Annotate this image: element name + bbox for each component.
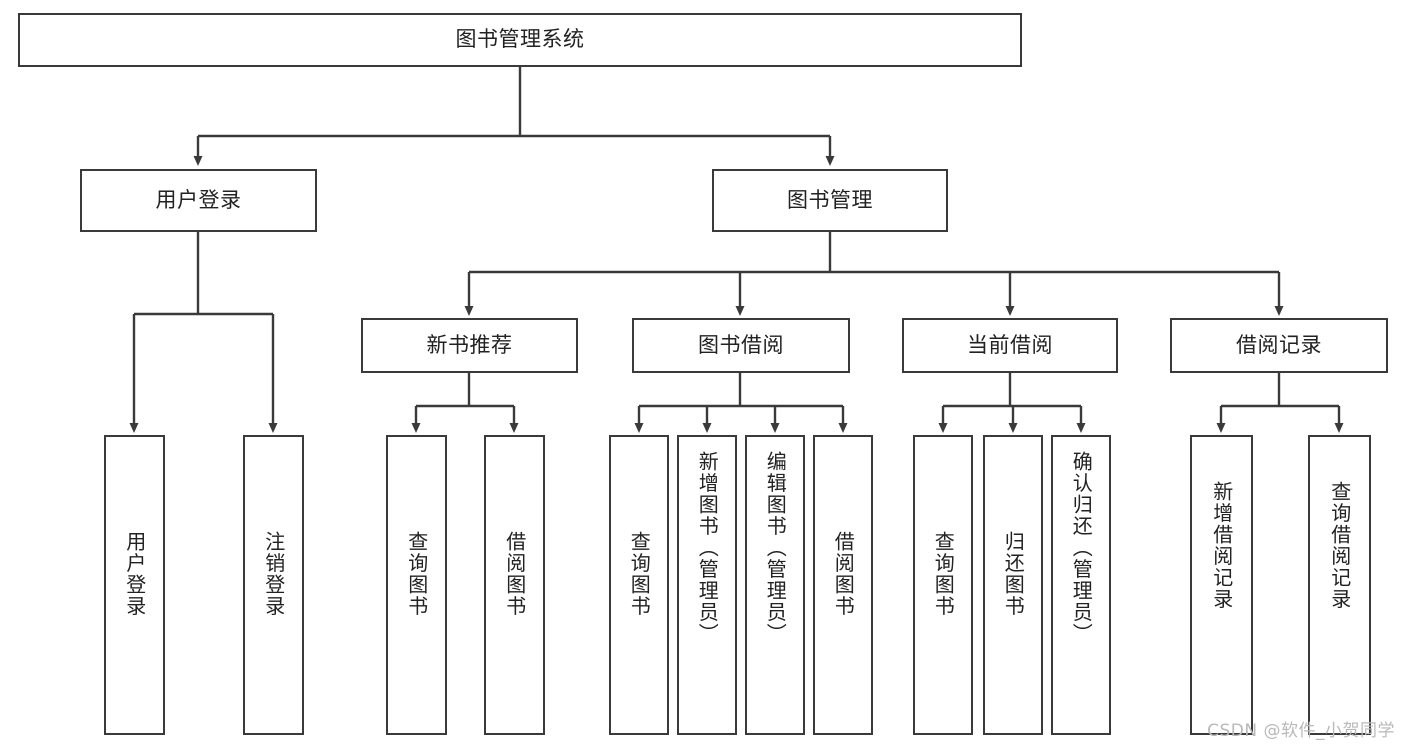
node-leaf-rec-query-record[interactable]: 查询借阅记录 bbox=[1308, 435, 1371, 735]
node-leaf-borrow-edit-book-label: 编辑图书（管理员） bbox=[763, 451, 788, 645]
node-current-borrow-label: 当前借阅 bbox=[967, 332, 1053, 357]
node-leaf-rec-borrow-book[interactable]: 借阅图书 bbox=[484, 435, 545, 735]
node-leaf-borrow-query-book-label: 查询图书 bbox=[627, 531, 652, 617]
node-book-manage[interactable]: 图书管理 bbox=[712, 169, 948, 232]
node-leaf-user-login-label: 用户登录 bbox=[122, 531, 147, 617]
node-user-login[interactable]: 用户登录 bbox=[80, 169, 317, 232]
node-borrow-record[interactable]: 借阅记录 bbox=[1170, 318, 1388, 373]
node-leaf-cur-query-book-label: 查询图书 bbox=[931, 531, 956, 617]
node-leaf-borrow-lend-book[interactable]: 借阅图书 bbox=[813, 435, 873, 735]
node-leaf-rec-query-book-label: 查询图书 bbox=[404, 531, 429, 617]
node-new-book-rec[interactable]: 新书推荐 bbox=[361, 318, 578, 373]
node-root[interactable]: 图书管理系统 bbox=[18, 13, 1022, 67]
node-leaf-borrow-query-book[interactable]: 查询图书 bbox=[609, 435, 669, 735]
node-leaf-cur-return-book-label: 归还图书 bbox=[1001, 531, 1026, 617]
node-leaf-borrow-add-book-label: 新增图书（管理员） bbox=[695, 451, 720, 645]
node-current-borrow[interactable]: 当前借阅 bbox=[902, 318, 1118, 373]
node-leaf-cur-return-book[interactable]: 归还图书 bbox=[983, 435, 1043, 735]
csdn-watermark: CSDN @软件_小贺同学 bbox=[1207, 721, 1395, 741]
node-leaf-rec-query-record-label: 查询借阅记录 bbox=[1327, 481, 1352, 610]
node-leaf-user-logout-label: 注销登录 bbox=[261, 531, 286, 617]
node-leaf-borrow-lend-book-label: 借阅图书 bbox=[831, 531, 856, 617]
node-book-borrow[interactable]: 图书借阅 bbox=[632, 318, 850, 373]
node-leaf-cur-query-book[interactable]: 查询图书 bbox=[913, 435, 973, 735]
node-leaf-rec-add-record-label: 新增借阅记录 bbox=[1209, 481, 1234, 610]
node-leaf-borrow-add-book[interactable]: 新增图书（管理员） bbox=[677, 435, 737, 735]
node-user-login-label: 用户登录 bbox=[155, 187, 242, 212]
node-leaf-borrow-edit-book[interactable]: 编辑图书（管理员） bbox=[745, 435, 805, 735]
node-new-book-rec-label: 新书推荐 bbox=[426, 332, 513, 357]
node-leaf-user-logout[interactable]: 注销登录 bbox=[243, 435, 304, 735]
node-book-manage-label: 图书管理 bbox=[787, 187, 873, 212]
node-leaf-user-login[interactable]: 用户登录 bbox=[104, 435, 165, 735]
node-book-borrow-label: 图书借阅 bbox=[698, 332, 784, 357]
node-root-label: 图书管理系统 bbox=[455, 27, 585, 52]
node-leaf-rec-borrow-book-label: 借阅图书 bbox=[502, 531, 527, 617]
node-leaf-cur-confirm-return[interactable]: 确认归还（管理员） bbox=[1051, 435, 1111, 735]
node-leaf-rec-query-book[interactable]: 查询图书 bbox=[386, 435, 447, 735]
node-leaf-rec-add-record[interactable]: 新增借阅记录 bbox=[1190, 435, 1253, 735]
node-borrow-record-label: 借阅记录 bbox=[1236, 332, 1322, 357]
node-leaf-cur-confirm-return-label: 确认归还（管理员） bbox=[1069, 451, 1094, 645]
